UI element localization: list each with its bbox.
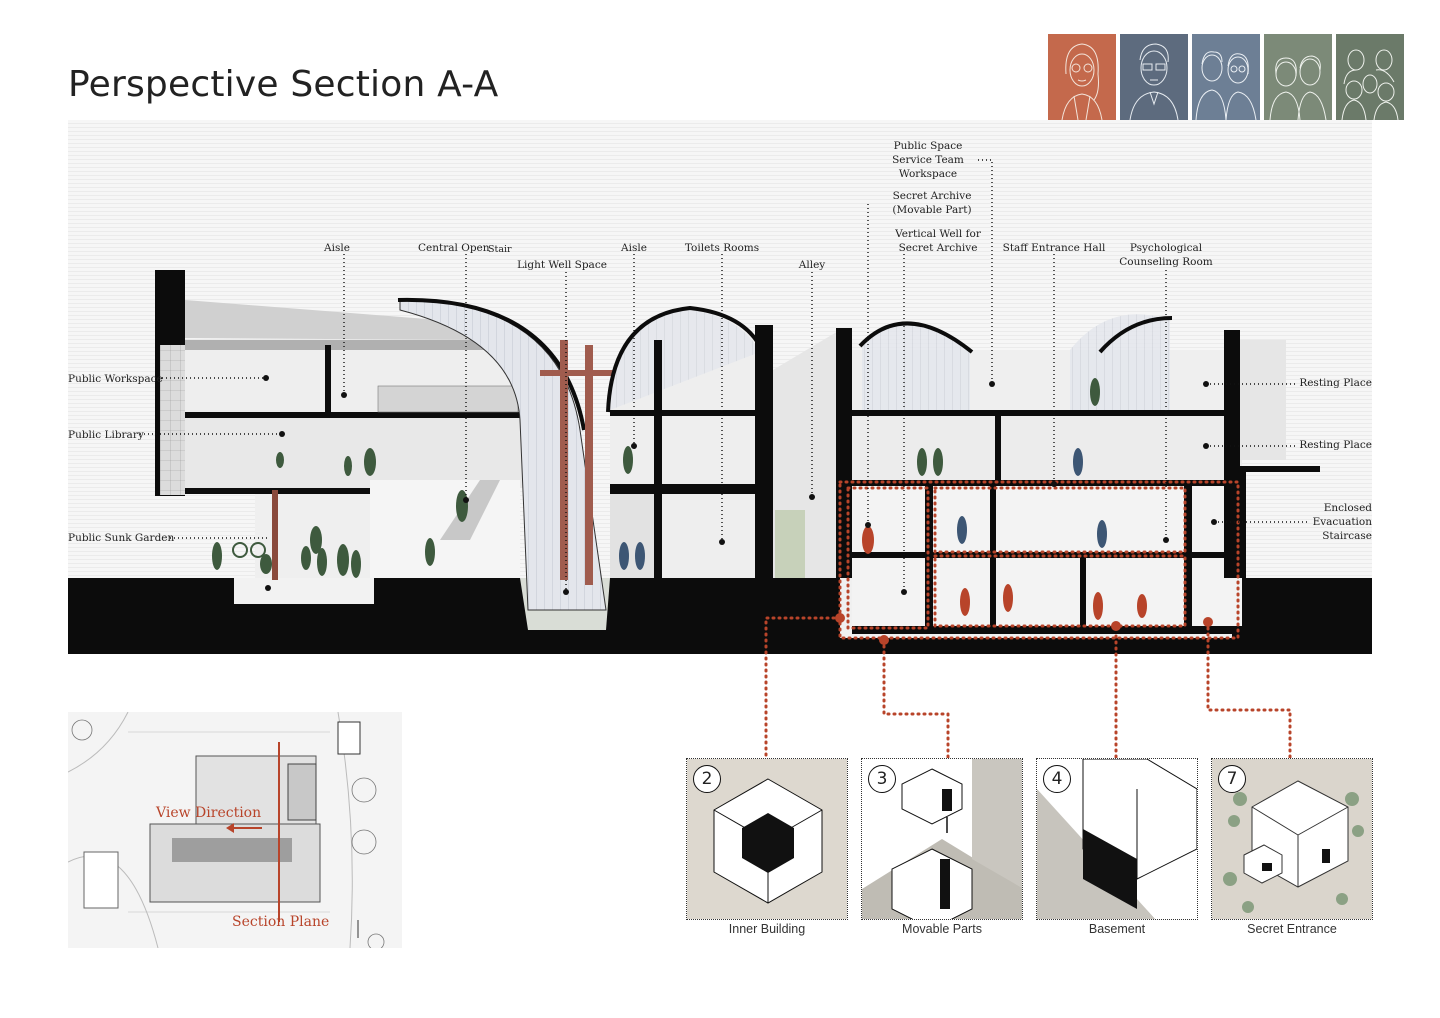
section-plane-label: Section Plane: [232, 914, 330, 930]
site-plan: View Direction Section Plane: [67, 711, 402, 951]
right-building: [836, 314, 1320, 634]
label-staff-entrance: Staff Entrance Hall: [1003, 242, 1106, 254]
figures-red: [862, 526, 1147, 620]
label-toilets: Toilets Rooms: [685, 242, 759, 254]
leader-lines: [140, 159, 1308, 592]
label-public-sunk-garden: Public Sunk Garden: [68, 532, 175, 544]
label-enclosed-2: Evacuation: [1313, 516, 1373, 528]
label-aisle-right: Aisle: [620, 242, 647, 254]
label-psych-1: Psychological: [1130, 242, 1203, 254]
card-secret-entrance: 7: [1211, 758, 1373, 920]
card-inner-building: 2: [686, 758, 848, 920]
label-resting-place-1: Resting Place: [1299, 377, 1372, 389]
portrait-woman-icon: [1048, 34, 1116, 120]
label-public-space: Public Space: [894, 140, 963, 152]
bicycle-icon: [232, 542, 248, 558]
card-basement: 4: [1036, 758, 1198, 920]
label-vertical-well-1: Vertical Well for: [894, 228, 982, 240]
label-vertical-well-2: Secret Archive: [899, 242, 978, 254]
portrait-man-icon: [1120, 34, 1188, 120]
card-connectors: [764, 616, 1292, 760]
label-public-workspace: Public Workspace: [68, 373, 163, 385]
label-central-open: Central Open: [418, 242, 490, 254]
section-labels: Public Space Service Team Workspace Secr…: [68, 140, 1372, 544]
label-service-team: Service Team: [892, 154, 964, 166]
card-caption-movable-parts: Movable Parts: [902, 922, 982, 936]
label-enclosed-1: Enclosed: [1324, 502, 1373, 514]
label-enclosed-3: Staircase: [1322, 530, 1372, 542]
left-building: [155, 270, 525, 580]
label-stair: Stair: [488, 244, 512, 255]
view-direction-label: View Direction: [156, 805, 262, 821]
leader-dots: [263, 375, 1217, 595]
movable-parts-icon: [862, 759, 1022, 919]
card-movable-parts: 3: [861, 758, 1023, 920]
card-number: 4: [1043, 765, 1071, 793]
label-resting-place-2: Resting Place: [1299, 439, 1372, 451]
label-workspace: Workspace: [899, 168, 957, 180]
card-caption-basement: Basement: [1088, 922, 1146, 936]
figures-blue: [619, 448, 1107, 570]
middle-building: [606, 305, 773, 578]
portrait-strip: [1048, 34, 1404, 120]
portrait-couple-icon: [1192, 34, 1260, 120]
label-psych-2: Counseling Room: [1119, 256, 1213, 268]
label-aisle-left: Aisle: [323, 242, 350, 254]
portrait-pair-icon: [1264, 34, 1332, 120]
label-secret-archive: Secret Archive: [893, 190, 972, 202]
secret-archive-outline: [838, 480, 1240, 640]
label-movable-part: (Movable Part): [892, 204, 971, 216]
label-light-well: Light Well Space: [517, 259, 607, 271]
label-alley: Alley: [798, 259, 826, 271]
figures-green: [212, 378, 1100, 578]
sunk-garden-pit: [234, 578, 374, 604]
card-caption-secret-entrance: Secret Entrance: [1247, 922, 1337, 936]
left-vault: [397, 297, 620, 611]
page-title: Perspective Section A-A: [68, 64, 499, 105]
portrait-family-icon: [1336, 34, 1404, 120]
card-caption-inner-building: Inner Building: [728, 922, 806, 936]
label-public-library: Public Library: [68, 429, 144, 441]
card-number: 3: [868, 765, 896, 793]
card-number: 7: [1218, 765, 1246, 793]
card-number: 2: [693, 765, 721, 793]
alley: [773, 330, 840, 578]
